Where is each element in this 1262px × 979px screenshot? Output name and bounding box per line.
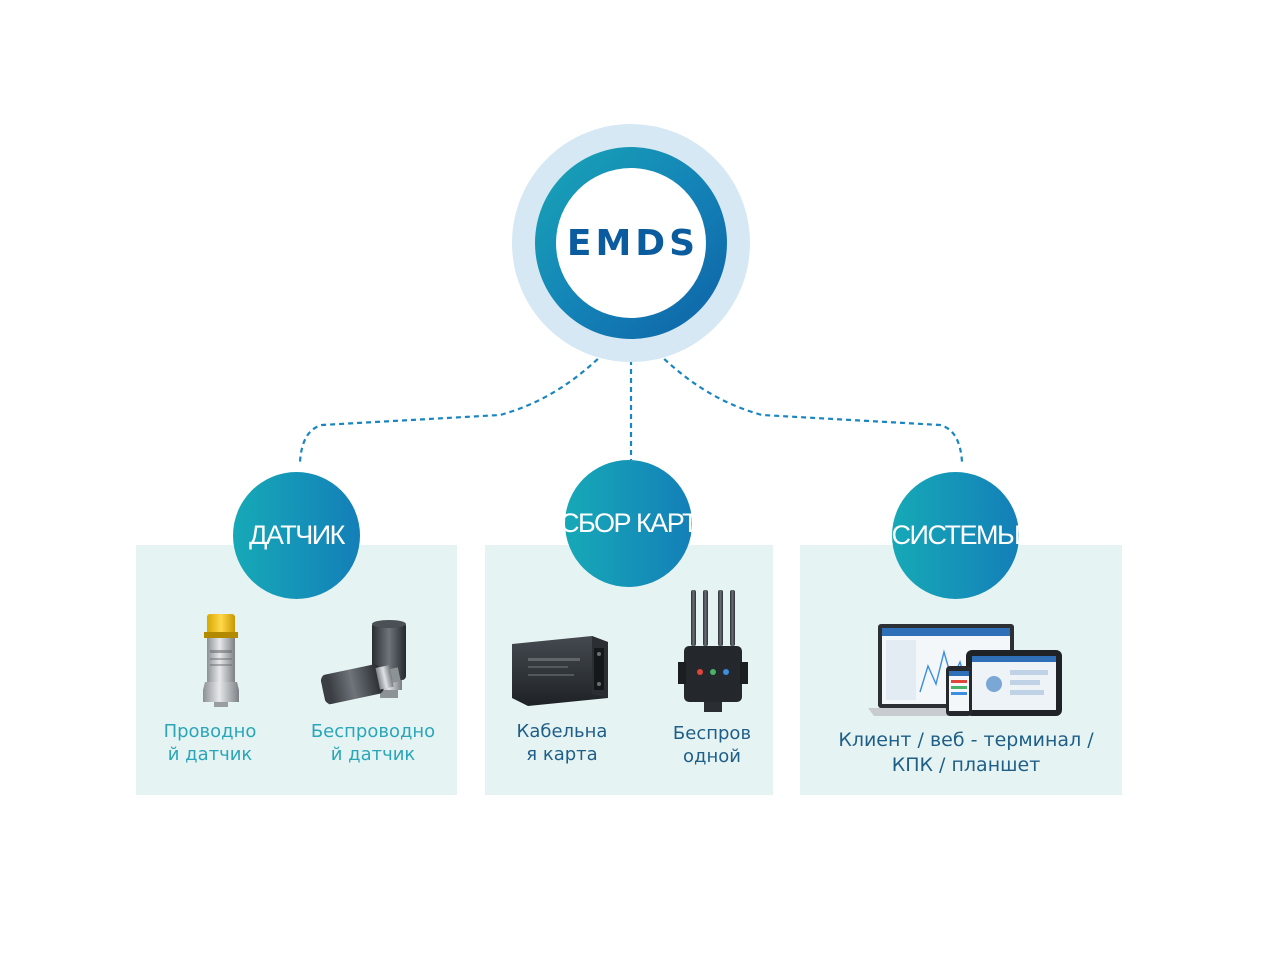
- wired-sensor-label: Проводно й датчик: [163, 721, 257, 765]
- category-systems-label: СИСТЕМЫ: [891, 520, 1021, 550]
- wireless-collector-label: Беспров одной: [672, 723, 752, 767]
- category-sensor-label: ДАТЧИК: [249, 520, 345, 550]
- wired-sensor-icon: [203, 614, 239, 707]
- category-data-acquisition: СБОР КАРТ: [560, 460, 698, 587]
- wireless-collector-icon: [678, 590, 748, 712]
- connector-right: [644, 339, 964, 463]
- devices-icon: [868, 624, 1062, 716]
- hub-title: EMDS: [566, 222, 700, 264]
- systems-label: Клиент / веб - терминал / КПК / планшет: [838, 729, 1094, 776]
- category-sensor: ДАТЧИК: [233, 472, 360, 599]
- wireless-sensor-icon: [320, 620, 406, 705]
- connector-left: [298, 339, 618, 463]
- wireless-sensor-label: Беспроводно й датчик: [310, 721, 436, 765]
- cable-card-icon: [512, 636, 608, 706]
- category-data-acquisition-label: СБОР КАРТ: [560, 508, 698, 538]
- hub-center: EMDS: [556, 168, 706, 318]
- cable-card-label: Кабельна я карта: [516, 721, 608, 765]
- category-systems: СИСТЕМЫ: [891, 472, 1021, 599]
